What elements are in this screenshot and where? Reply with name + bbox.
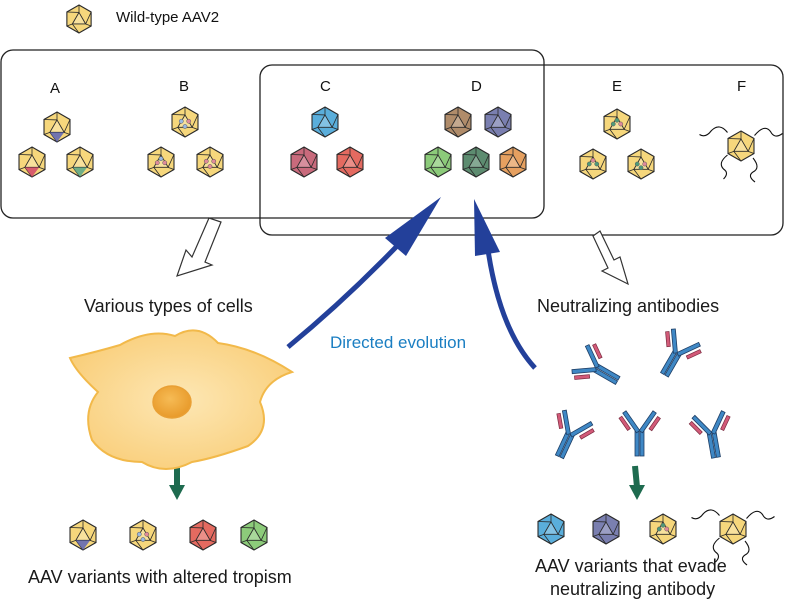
antibody-3 [554,409,595,460]
group-box-right [259,64,784,236]
wildtype-capsid-legend-icon [66,4,92,34]
capsid-c2 [290,146,318,178]
result-evade-capsid-2 [592,513,620,545]
evade-result-label-line2: neutralizing antibody [550,579,716,599]
capsid-d3 [424,146,452,178]
evade-result-label-line1: AAV variants that evade [535,556,727,576]
directed-evolution-arrow-left [286,197,441,349]
capsid-b1 [171,106,199,138]
antibodies-label: Neutralizing antibodies [537,296,720,316]
result-tropism-capsid-2 [129,519,157,551]
evasion-selection-arrow [629,465,645,500]
capsid-d4 [462,146,490,178]
cell-nucleus [152,385,192,419]
result-tropism-capsid-1 [69,519,97,551]
directed-evolution-arrow-right [474,199,537,370]
capsid-d5 [499,146,527,178]
target-cell [68,329,295,470]
antibody-5 [688,410,731,459]
capsid-e1 [603,108,631,140]
group-letter-b: B [179,78,190,95]
result-tropism-capsid-3 [189,519,217,551]
tropism-selection-arrow [169,468,185,500]
antibody-1 [571,343,621,386]
group-letter-a: A [50,80,61,97]
capsid-f1-tethered [699,126,783,183]
arrow-to-antibodies [592,230,629,286]
capsid-c3 [336,146,364,178]
group-letter-f: F [737,78,747,95]
capsid-a2 [18,146,46,178]
result-evade-capsid-1 [537,513,565,545]
capsid-e3 [627,148,655,180]
cells-label: Various types of cells [84,296,253,316]
capsid-a1 [43,111,71,143]
result-tropism-capsid-4 [240,519,268,551]
result-evade-capsid-4-tethered [691,509,775,566]
group-letter-e: E [612,78,623,95]
directed-evolution-label: Directed evolution [330,333,467,352]
capsid-c1 [311,106,339,138]
tropism-result-label: AAV variants with altered tropism [28,567,292,587]
legend-label: Wild-type AAV2 [116,9,220,26]
capsid-d1 [444,106,472,138]
capsid-b3 [196,146,224,178]
group-box-left [0,49,545,219]
group-letter-d: D [471,78,482,95]
antibody-4 [618,410,661,457]
capsid-a3 [66,146,94,178]
capsid-e2 [579,148,607,180]
result-evade-capsid-3 [649,513,677,545]
antibody-2 [659,328,702,378]
capsid-d2 [484,106,512,138]
capsid-b2 [147,146,175,178]
group-letter-c: C [320,78,331,95]
arrow-to-cells [176,217,222,277]
